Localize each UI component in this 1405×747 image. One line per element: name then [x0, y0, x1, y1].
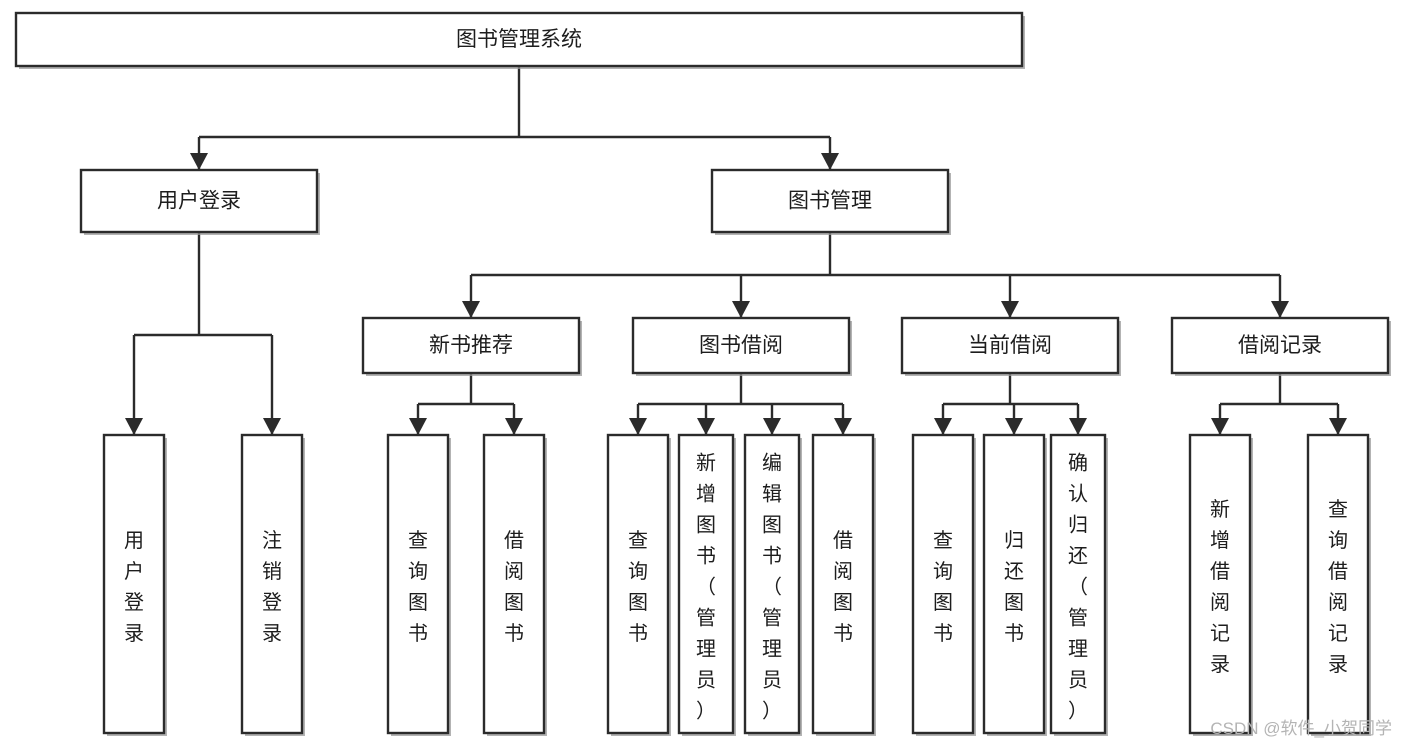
- node-leaf-7[interactable]: 借阅图书: [811, 433, 876, 736]
- node-leaf-3[interactable]: 借阅图书: [482, 433, 547, 736]
- node-label: 确认归还（管理员）: [1068, 451, 1088, 722]
- arrow-head-icon: [1001, 301, 1019, 318]
- nodes-layer: 图书管理系统用户登录图书管理新书推荐图书借阅当前借阅借阅记录用户登录注销登录查询…: [14, 11, 1391, 736]
- node-rect[interactable]: [900, 316, 1120, 375]
- arrow-head-icon: [190, 153, 208, 170]
- arrow-head-icon: [1069, 418, 1087, 435]
- arrow-head-icon: [505, 418, 523, 435]
- node-rect[interactable]: [1306, 433, 1370, 735]
- node-label: 图书管理系统: [456, 28, 582, 51]
- node-leaf-6[interactable]: 编辑图书（管理员）: [743, 433, 802, 736]
- node-level2-1[interactable]: 图书管理: [710, 168, 951, 235]
- arrow-head-icon: [462, 301, 480, 318]
- arrow-head-icon: [263, 418, 281, 435]
- node-rect[interactable]: [14, 11, 1024, 68]
- arrow-head-icon: [1271, 301, 1289, 318]
- node-label: 查询借阅记录: [1328, 498, 1348, 676]
- node-rect[interactable]: [102, 433, 166, 735]
- node-label: 用户登录: [124, 530, 144, 645]
- connector-group-user-login-to-leaves: [125, 232, 281, 435]
- node-label: 归还图书: [1004, 529, 1024, 645]
- node-rect[interactable]: [606, 433, 670, 735]
- arrow-head-icon: [629, 418, 647, 435]
- node-leaf-4[interactable]: 查询图书: [606, 433, 671, 736]
- node-label: 借阅图书: [504, 529, 524, 645]
- node-level3-3[interactable]: 借阅记录: [1170, 316, 1391, 376]
- node-label: 查询图书: [628, 529, 648, 645]
- node-level3-1[interactable]: 图书借阅: [631, 316, 852, 376]
- node-rect[interactable]: [482, 433, 546, 735]
- connector-group-level3-3-to-leaves: [1211, 373, 1347, 435]
- arrow-head-icon: [697, 418, 715, 435]
- node-leaf-8[interactable]: 查询图书: [911, 433, 976, 736]
- arrow-head-icon: [409, 418, 427, 435]
- arrow-head-icon: [934, 418, 952, 435]
- node-rect[interactable]: [79, 168, 319, 234]
- arrow-head-icon: [834, 418, 852, 435]
- node-rect[interactable]: [710, 168, 950, 234]
- node-label: 新增图书（管理员）: [696, 451, 716, 722]
- node-leaf-12[interactable]: 查询借阅记录: [1306, 433, 1371, 736]
- node-leaf-1[interactable]: 注销登录: [240, 433, 305, 736]
- node-leaf-11[interactable]: 新增借阅记录: [1188, 433, 1253, 736]
- node-level3-2[interactable]: 当前借阅: [900, 316, 1121, 376]
- arrow-head-icon: [821, 153, 839, 170]
- node-leaf-10[interactable]: 确认归还（管理员）: [1049, 433, 1108, 736]
- connector-group-root-to-level2: [190, 66, 839, 170]
- node-label: 当前借阅: [968, 334, 1052, 357]
- node-rect[interactable]: [811, 433, 875, 735]
- node-level2-0[interactable]: 用户登录: [79, 168, 320, 235]
- node-rect[interactable]: [631, 316, 851, 375]
- node-label: 图书管理: [788, 190, 872, 213]
- node-label: 图书借阅: [699, 334, 783, 357]
- node-label: 新书推荐: [429, 334, 513, 357]
- node-label: 查询图书: [933, 529, 953, 645]
- arrow-head-icon: [1005, 418, 1023, 435]
- node-label: 借阅记录: [1238, 334, 1322, 357]
- node-label: 借阅图书: [833, 529, 853, 645]
- connectors-layer: [125, 66, 1347, 435]
- csdn-watermark: CSDN @软件_小贺同学: [1210, 719, 1392, 738]
- node-label: 注销登录: [262, 529, 282, 645]
- node-rect[interactable]: [743, 433, 801, 735]
- connector-group-level3-1-to-leaves: [629, 373, 852, 435]
- connector-group-level3-0-to-leaves: [409, 373, 523, 435]
- arrow-head-icon: [1329, 418, 1347, 435]
- node-rect[interactable]: [982, 433, 1046, 735]
- node-leaf-9[interactable]: 归还图书: [982, 433, 1047, 736]
- connector-group-book-mgmt-to-level3: [462, 232, 1289, 318]
- arrow-head-icon: [125, 418, 143, 435]
- node-rect[interactable]: [386, 433, 450, 735]
- node-leaf-5[interactable]: 新增图书（管理员）: [677, 433, 736, 736]
- node-rect[interactable]: [361, 316, 581, 375]
- node-label: 查询图书: [408, 529, 428, 645]
- node-leaf-0[interactable]: 用户登录: [102, 433, 167, 736]
- node-label: 编辑图书（管理员）: [762, 451, 782, 722]
- arrow-head-icon: [1211, 418, 1229, 435]
- arrow-head-icon: [732, 301, 750, 318]
- node-rect[interactable]: [911, 433, 975, 735]
- node-rect[interactable]: [1170, 316, 1390, 375]
- node-rect[interactable]: [1188, 433, 1252, 735]
- node-level3-0[interactable]: 新书推荐: [361, 316, 582, 376]
- arrow-head-icon: [763, 418, 781, 435]
- node-rect[interactable]: [240, 433, 304, 735]
- node-label: 用户登录: [157, 190, 241, 213]
- node-root-0[interactable]: 图书管理系统: [14, 11, 1025, 69]
- node-rect[interactable]: [1049, 433, 1107, 735]
- connector-group-level3-2-to-leaves: [934, 373, 1087, 435]
- node-leaf-2[interactable]: 查询图书: [386, 433, 451, 736]
- node-label: 新增借阅记录: [1210, 498, 1230, 676]
- node-rect[interactable]: [677, 433, 735, 735]
